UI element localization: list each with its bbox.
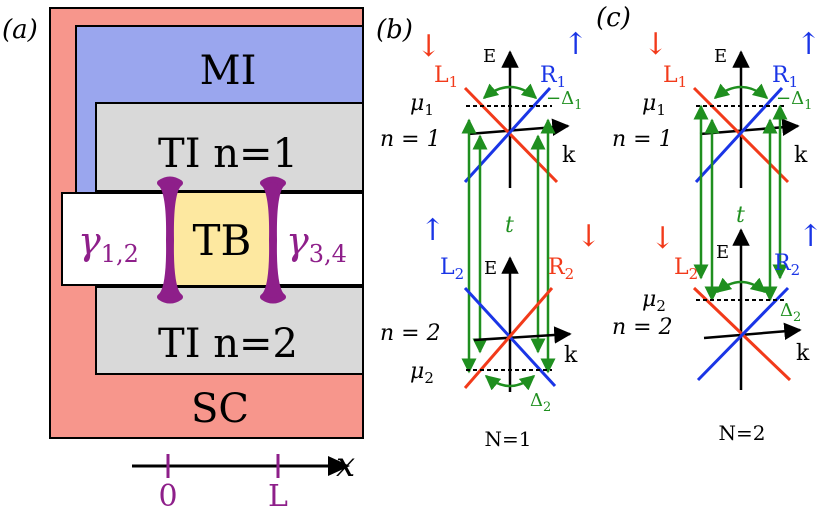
b2-label-R: R2	[548, 255, 574, 283]
b2-k-axis	[473, 326, 572, 344]
mi-label: MI	[200, 48, 257, 94]
c2-arrow-L: ↓	[650, 221, 675, 256]
c2-k-axis	[703, 322, 802, 341]
c1-label-delta: −Δ1	[776, 88, 812, 113]
panel-label-b: (b)	[376, 15, 413, 45]
b2-delta-arrow	[484, 375, 536, 391]
b2-band-R	[463, 287, 554, 389]
b2-arrow-R: ↓	[576, 219, 601, 254]
b2-label-k: k	[564, 343, 578, 368]
b-caption: N=1	[485, 427, 532, 451]
tb-region	[168, 193, 274, 285]
c1-label-mu: μ1	[642, 91, 666, 119]
b1-label-E: E	[483, 46, 496, 67]
c1-label-E: E	[714, 46, 727, 67]
c1-delta-arrow	[713, 83, 769, 99]
b1-label-L: L1	[434, 63, 458, 91]
ti-n2-label: TI n=2	[158, 321, 298, 367]
c1-label-n: n = 1	[612, 127, 673, 152]
c2-label-L: L2	[674, 255, 698, 283]
b1-label-mu: μ1	[410, 91, 434, 119]
x-axis-arrowhead	[328, 456, 350, 476]
b1-label-R: R1	[540, 63, 566, 91]
b-label-t: t	[505, 213, 514, 238]
c2-label-mu: μ2	[642, 287, 666, 315]
b1-arrow-L: ↓	[416, 29, 441, 64]
b1-delta-arrow	[482, 83, 538, 99]
ti-n2-region	[95, 286, 364, 375]
c2-label-n: n = 2	[612, 315, 673, 340]
panel-label-c: (c)	[596, 3, 631, 33]
b1-k-axis	[467, 118, 570, 136]
b1-arrow-R: ↑	[563, 27, 588, 62]
c1-arrow-R: ↑	[796, 27, 821, 62]
b1-label-k: k	[562, 143, 576, 168]
c1-label-R: R1	[772, 63, 798, 91]
sc-label: SC	[191, 386, 249, 432]
c1-arrow-L: ↓	[643, 27, 668, 62]
c2-label-E: E	[716, 242, 729, 263]
c1-label-L: L1	[663, 63, 687, 91]
tb-label: TB	[193, 216, 252, 265]
c2-band-R	[696, 286, 790, 382]
gamma-left-label: γ1,2	[78, 219, 139, 268]
c2-label-delta: Δ2	[780, 300, 801, 325]
c1-k-axis	[699, 118, 800, 137]
b1-label-delta: −Δ1	[546, 88, 582, 113]
x-tick-L-label: L	[268, 479, 288, 512]
majorana-left	[157, 176, 183, 304]
b2-label-delta: Δ2	[530, 390, 551, 415]
c2-label-R: R2	[774, 251, 800, 279]
x-axis-label: x	[336, 445, 355, 485]
b1-label-n: n = 1	[380, 127, 441, 152]
c-label-t: t	[736, 203, 745, 228]
c2-delta-arrow	[715, 277, 767, 293]
b2-label-L: L2	[440, 255, 464, 283]
c-caption: N=2	[719, 421, 766, 445]
b2-label-E: E	[484, 258, 497, 279]
c2-arrow-R: ↑	[798, 219, 823, 254]
gamma-right-label: γ3,4	[286, 219, 347, 268]
ti-n1-region	[95, 102, 364, 192]
panel-label-a: (a)	[2, 15, 38, 45]
ti-n1-label: TI n=1	[158, 131, 298, 177]
majorana-right	[260, 176, 286, 304]
x-tick-0-label: 0	[158, 479, 177, 512]
b2-label-mu: μ2	[410, 359, 434, 387]
b2-label-n: n = 2	[380, 321, 441, 346]
c1-label-k: k	[794, 143, 808, 168]
b2-arrow-L: ↑	[420, 213, 445, 248]
c2-label-k: k	[796, 341, 810, 366]
